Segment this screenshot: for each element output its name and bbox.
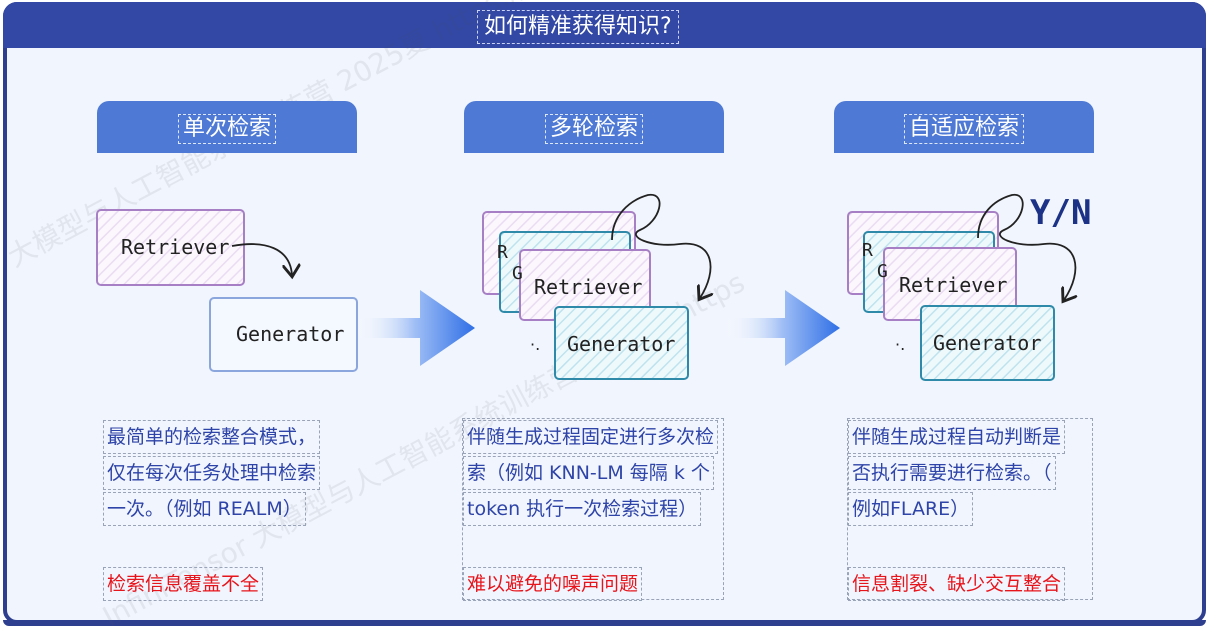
adaptive-partial-g: G xyxy=(877,261,888,282)
heading-multi: 多轮检索 xyxy=(464,101,724,153)
bottom-bar xyxy=(3,620,1206,626)
single-retriever-label: Retriever xyxy=(121,235,229,259)
multi-retriever-label: Retriever xyxy=(534,275,642,299)
single-flow-arrow xyxy=(231,243,292,275)
adaptive-loop-arrow xyxy=(977,194,1075,300)
heading-single: 单次检索 xyxy=(97,101,357,153)
desc-single-line-1: 最简单的检索整合模式， xyxy=(103,420,321,454)
title-bar xyxy=(3,2,1206,48)
adaptive-dots: ·. xyxy=(895,335,905,354)
heading-adaptive: 自适应检索 xyxy=(834,101,1094,153)
desc-adaptive-line-3: 例如FLARE） xyxy=(848,492,974,526)
desc-multi-frame xyxy=(462,418,724,600)
heading-single-label: 单次检索 xyxy=(177,114,277,144)
single-generator-label: Generator xyxy=(236,322,344,346)
desc-single-line-2: 仅在每次任务处理中检索 xyxy=(103,456,321,490)
warning-adaptive: 信息割裂、缺少交互整合 xyxy=(848,567,1066,601)
desc-multi-line-2: 索（例如 KNN-LM 每隔 k 个 xyxy=(463,456,714,490)
adaptive-retriever-label: Retriever xyxy=(899,273,1007,297)
desc-adaptive-line-2: 否执行需要进行检索。（ xyxy=(848,456,1056,490)
desc-adaptive-line-1: 伴随生成过程自动判断是 xyxy=(848,420,1066,454)
desc-multi-line-3: token 执行一次检索过程） xyxy=(463,492,702,526)
adaptive-decision-label: Y/N xyxy=(1030,193,1091,233)
desc-single-line-3: 一次。（例如 REALM） xyxy=(103,492,306,526)
warning-multi: 难以避免的噪声问题 xyxy=(463,567,643,601)
heading-adaptive-label: 自适应检索 xyxy=(903,114,1025,144)
multi-generator-label: Generator xyxy=(567,332,675,356)
adaptive-generator-box xyxy=(920,305,1055,381)
multi-generator-box xyxy=(554,306,689,380)
adaptive-generator-label: Generator xyxy=(933,331,1041,355)
multi-loop-arrow xyxy=(611,194,711,298)
multi-partial-g: G xyxy=(512,263,523,284)
multi-dots: ·. xyxy=(530,335,540,354)
desc-multi-line-1: 伴随生成过程固定进行多次检 xyxy=(463,420,719,454)
transition-arrow-2 xyxy=(725,290,840,366)
multi-partial-r: R xyxy=(497,242,508,263)
heading-multi-label: 多轮检索 xyxy=(544,114,644,144)
transition-arrow-1 xyxy=(355,290,475,366)
warning-single: 检索信息覆盖不全 xyxy=(103,567,264,601)
adaptive-partial-r: R xyxy=(862,240,873,261)
desc-adaptive-frame xyxy=(847,418,1093,600)
single-generator-box xyxy=(209,297,358,372)
slide-title: 如何精准获得知识? xyxy=(477,10,679,44)
single-retriever-box xyxy=(96,209,245,286)
